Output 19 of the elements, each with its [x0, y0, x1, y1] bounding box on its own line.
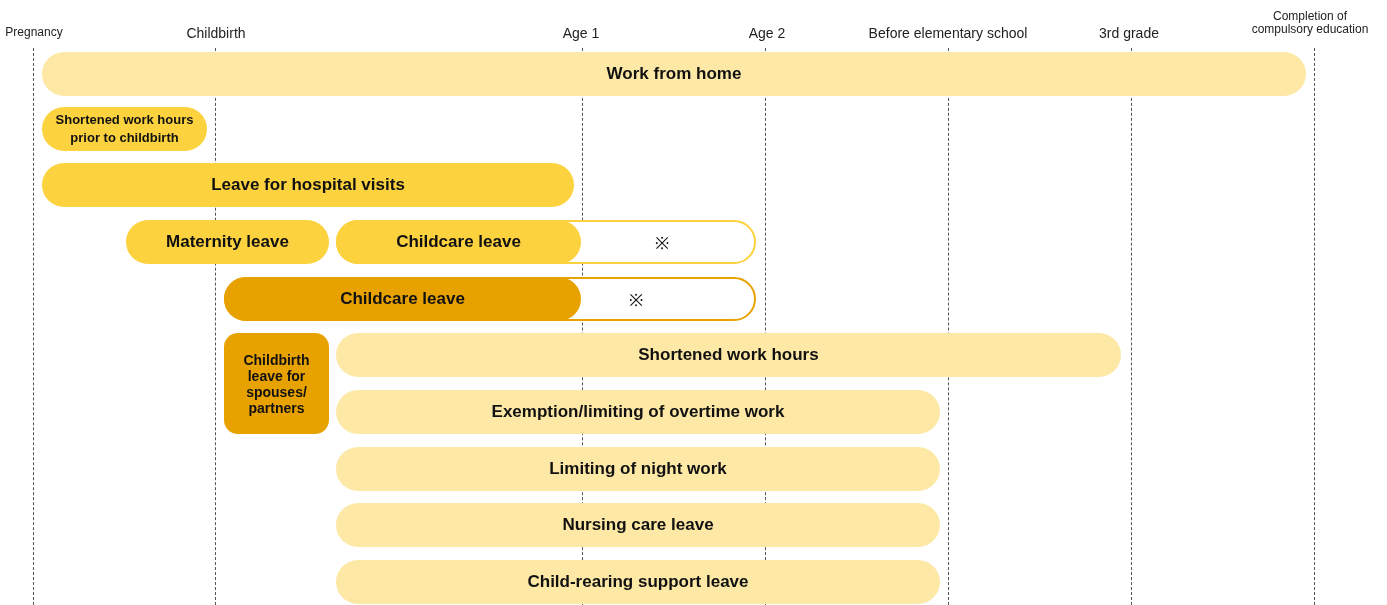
period-bar: Work from home: [42, 52, 1306, 96]
period-bar: Childcare leave: [224, 277, 581, 321]
period-bar: Shortened work hours prior to childbirth: [42, 107, 207, 151]
period-bar: Exemption/limiting of overtime work: [336, 390, 940, 434]
period-bar: Limiting of night work: [336, 447, 940, 491]
timeline-label: Completion of compulsory education: [1250, 10, 1370, 36]
period-bar: Maternity leave: [126, 220, 329, 264]
extension-bar: [224, 277, 756, 321]
period-bar: Childbirth leave for spouses/ partners: [224, 333, 329, 434]
timeline-label: Pregnancy: [5, 26, 63, 39]
note-mark: ※: [629, 289, 644, 311]
period-bar: Child-rearing support leave: [336, 560, 940, 604]
period-bar: Leave for hospital visits: [42, 163, 574, 207]
period-bar: Shortened work hours: [336, 333, 1121, 377]
note-mark: ※: [654, 232, 669, 254]
period-bar: Childcare leave: [336, 220, 581, 264]
extension-bar: [336, 220, 756, 264]
timeline-label: Childbirth: [186, 26, 246, 41]
period-bar: Nursing care leave: [336, 503, 940, 547]
